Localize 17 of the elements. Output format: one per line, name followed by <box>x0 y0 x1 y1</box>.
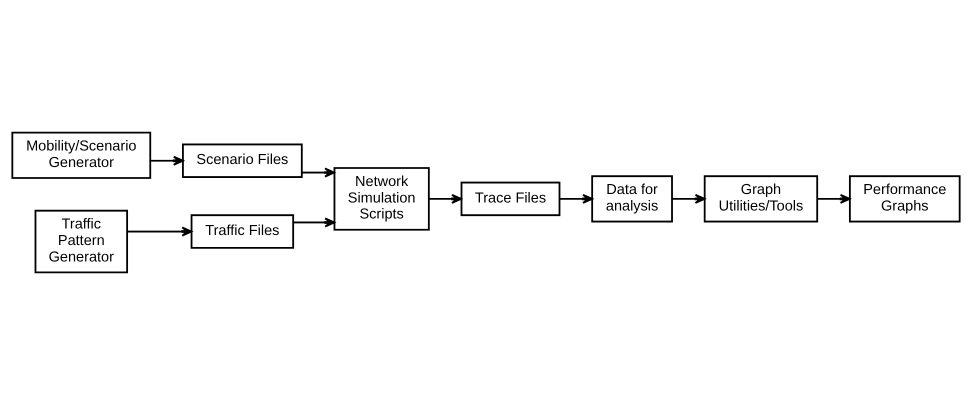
node-box: Traffic Files <box>190 214 294 249</box>
node-box: Graph Utilities/Tools <box>704 175 818 222</box>
arrow <box>560 194 594 204</box>
arrow <box>293 217 336 228</box>
arrow <box>150 156 184 166</box>
node-box: Network Simulation Scripts <box>334 167 430 231</box>
node-box: Performance Graphs <box>848 175 961 222</box>
node-box: Trace Files <box>460 182 560 216</box>
arrow <box>127 226 192 237</box>
arrow <box>672 194 706 204</box>
node-box: Scenario Files <box>182 144 303 178</box>
arrow <box>817 194 851 204</box>
arrow <box>428 194 462 204</box>
node-box: Mobility/Scenario Generator <box>11 132 152 179</box>
node-box: Data for analysis <box>591 175 673 222</box>
node-box: Traffic Pattern Generator <box>34 210 128 274</box>
arrow <box>302 168 336 178</box>
